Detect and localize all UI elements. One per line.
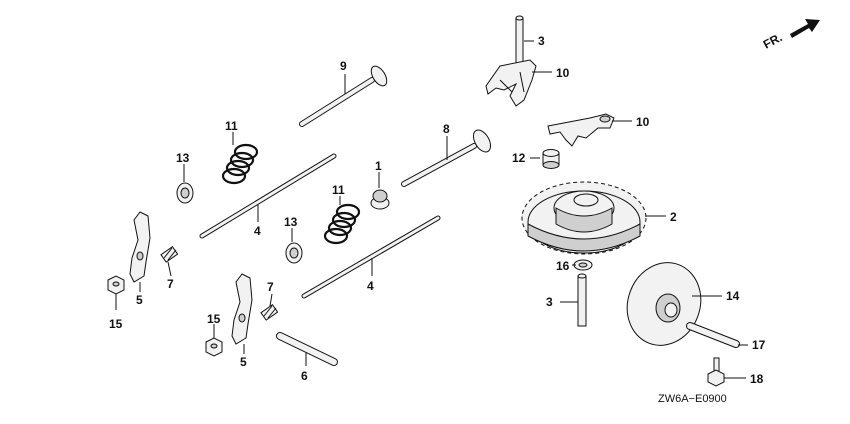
callout-17: 17: [752, 338, 766, 352]
part-12-bushing: [542, 149, 560, 169]
part-10-bracket-lower: [547, 113, 615, 147]
part-16-washer: [573, 259, 593, 271]
part-14-governor-disc: [626, 262, 702, 346]
callout-12: 12: [512, 151, 526, 165]
part-13-seal-upper: [176, 182, 194, 204]
part-13-seal-lower: [285, 242, 303, 264]
front-arrow-icon: [790, 19, 820, 38]
callout-7-left: 7: [167, 277, 174, 291]
part-11-valve-spring-lower: [323, 203, 361, 245]
part-10-bracket-upper: [485, 59, 537, 107]
part-9-valve: [299, 65, 388, 127]
front-direction-indicator: FR.: [761, 19, 820, 52]
callout-16: 16: [556, 259, 570, 273]
callout-11-upper: 11: [225, 119, 238, 133]
callout-1: 1: [375, 159, 382, 173]
part-18-bolt: [707, 357, 725, 387]
callout-11-lower: 11: [332, 183, 345, 197]
callout-13-lower: 13: [284, 215, 298, 229]
callout-3-upper: 3: [538, 34, 545, 48]
callout-15-right: 15: [207, 312, 221, 326]
callout-10-upper: 10: [556, 66, 570, 80]
part-15-nut-right: [205, 337, 223, 357]
part-3-pin-upper: [515, 15, 524, 67]
callout-5-left: 5: [136, 293, 143, 307]
callout-4-upper: 4: [254, 224, 261, 238]
part-4-push-rod-lower: [301, 215, 441, 299]
part-8-valve: [401, 129, 492, 187]
callout-10-lower: 10: [636, 115, 650, 129]
callout-15-left: 15: [109, 317, 123, 331]
callout-5-right: 5: [240, 355, 247, 369]
part-11-valve-spring-upper: [221, 143, 259, 185]
diagram-code: ZW6A−E0900: [658, 393, 727, 405]
part-17-shaft: [686, 322, 740, 348]
callout-8: 8: [443, 122, 450, 136]
part-7-adjust-screw-right: [260, 304, 279, 321]
part-4-push-rod-upper: [199, 153, 337, 239]
part-5-rocker-arm-right: [231, 273, 253, 345]
callout-7-right: 7: [267, 280, 274, 294]
callout-3-lower: 3: [546, 295, 553, 309]
callout-6: 6: [301, 369, 308, 383]
callout-4-lower: 4: [367, 279, 374, 293]
part-2-camshaft-gear: [521, 181, 647, 255]
part-6-pin: [276, 332, 338, 366]
part-7-adjust-screw-left: [160, 246, 179, 263]
callout-14: 14: [726, 289, 740, 303]
callout-13-upper: 13: [176, 151, 190, 165]
front-label: FR.: [761, 30, 785, 51]
callout-2: 2: [670, 210, 677, 224]
callout-9: 9: [340, 59, 347, 73]
part-5-rocker-arm-left: [129, 211, 151, 283]
part-1-retainer: [370, 189, 390, 210]
part-15-nut-left: [107, 275, 125, 295]
callout-18: 18: [750, 372, 764, 386]
part-3-pin-lower: [577, 273, 587, 327]
